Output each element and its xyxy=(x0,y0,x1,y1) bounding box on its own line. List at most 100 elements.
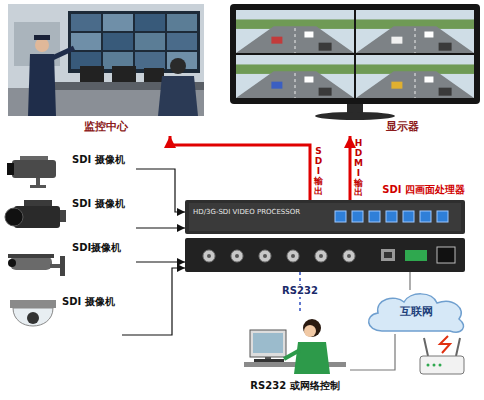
processor-device-part xyxy=(287,250,299,262)
node-label: SDI 摄像机 xyxy=(72,154,125,166)
camera-node: SDI摄像机 xyxy=(6,240,136,284)
display-monitor-part xyxy=(391,82,402,89)
processor-device-part xyxy=(384,252,392,258)
connector xyxy=(350,334,395,370)
internet-cloud-part xyxy=(369,294,464,332)
display-monitor-part xyxy=(356,55,474,98)
node-label: RS232 或网络控制 xyxy=(250,380,339,392)
processor-device-part xyxy=(347,254,351,258)
monitoring-center-part xyxy=(68,11,200,73)
edge-label: RS232 xyxy=(280,285,320,297)
connector xyxy=(136,261,185,262)
camera-node-part xyxy=(36,178,40,186)
control-station-part xyxy=(304,325,316,337)
camera-node-part xyxy=(30,185,46,188)
control-station-illustration xyxy=(240,312,350,376)
camera-node-part xyxy=(10,300,56,308)
processor-device-part xyxy=(189,203,461,231)
device-heading: SDI 四画面处理器 xyxy=(382,184,465,196)
node-label: SDI 摄像机 xyxy=(72,198,125,210)
processor-device-part xyxy=(319,254,323,258)
camera-node-part xyxy=(8,259,16,267)
display-monitor-part xyxy=(304,32,313,38)
node-label: 显示器 xyxy=(386,120,419,133)
display-monitor-part xyxy=(236,26,354,53)
display-monitor-part xyxy=(236,55,354,98)
display-monitor-part xyxy=(391,37,402,44)
display-monitor-part xyxy=(271,37,282,44)
connector xyxy=(409,272,410,290)
monitoring-center-part xyxy=(170,58,186,74)
display-monitor-part xyxy=(295,73,296,98)
processor-device-part xyxy=(335,211,346,222)
processor-device-part xyxy=(231,250,243,262)
router-led xyxy=(439,364,442,367)
camera-node: SDI 摄像机 xyxy=(6,292,122,348)
processor-device-part xyxy=(420,211,431,222)
processor-device-part xyxy=(263,254,267,258)
camera-node-part xyxy=(24,200,52,206)
processor-device-part xyxy=(235,254,239,258)
camera-node-part xyxy=(20,156,48,160)
node-label: SDI 摄像机 xyxy=(62,296,115,308)
monitoring-center-part xyxy=(71,14,101,31)
processor-device-part xyxy=(381,249,395,261)
processor-device-part xyxy=(405,250,427,261)
node-label: HD/3G-SDI VIDEO PROCESSOR xyxy=(193,208,300,216)
display-monitor-part xyxy=(424,32,433,38)
camera-node-part xyxy=(7,163,14,175)
monitoring-center-part xyxy=(34,35,50,40)
monitoring-center-part xyxy=(71,33,101,50)
display-monitor-part xyxy=(304,77,313,83)
display-monitor-part xyxy=(439,43,452,51)
monitoring-center-part xyxy=(8,4,204,116)
processor-device-part xyxy=(437,247,455,263)
processor-device-part xyxy=(437,211,448,222)
monitoring-center-part xyxy=(112,66,136,82)
router-led xyxy=(427,364,430,367)
camera-node-illustration xyxy=(6,240,70,284)
camera-node: SDI 摄像机 xyxy=(6,196,136,238)
display-monitor-part xyxy=(230,4,480,104)
monitoring-center-part xyxy=(135,33,165,50)
camera-node-illustration xyxy=(6,292,62,348)
monitoring-center-part xyxy=(135,52,165,69)
processor-device-part xyxy=(291,254,295,258)
control-station-part xyxy=(250,330,286,357)
display-monitor-part xyxy=(236,55,354,98)
monitoring-center-part xyxy=(35,38,49,52)
processor-device-part xyxy=(403,211,414,222)
display-monitor-part xyxy=(319,88,332,96)
internet-cloud: 互联网 xyxy=(362,290,470,334)
processor-device-part xyxy=(185,200,465,234)
display-monitor-part xyxy=(295,28,296,53)
monitoring-center-part xyxy=(135,14,165,31)
control-station-part xyxy=(303,319,321,337)
display-monitor-part xyxy=(439,88,452,96)
camera-node-illustration xyxy=(6,196,70,238)
display-monitor-illustration xyxy=(230,4,480,120)
camera-node-illustration xyxy=(6,150,70,190)
processor-device: HD/3G-SDI VIDEO PROCESSORSDI 四画面处理器 xyxy=(185,200,465,272)
camera-node: SDI 摄像机 xyxy=(6,150,136,190)
control-station: RS232 或网络控制 xyxy=(240,312,350,396)
connector xyxy=(349,136,352,200)
display-monitor-part xyxy=(424,77,433,83)
display-monitor-part xyxy=(356,71,474,98)
camera-node-part xyxy=(60,210,66,222)
camera-node-part xyxy=(10,256,52,270)
router-body xyxy=(420,356,464,374)
connector xyxy=(136,169,185,212)
monitoring-center-part xyxy=(167,14,197,31)
display-monitor-part xyxy=(356,10,474,53)
connector xyxy=(170,136,310,200)
processor-device-part xyxy=(369,211,380,222)
camera-node-part xyxy=(8,254,54,258)
monitoring-center-part xyxy=(103,14,133,31)
control-station-part xyxy=(253,333,283,353)
camera-node-part xyxy=(60,256,65,276)
display-monitor-part xyxy=(236,10,354,53)
display-monitor-part xyxy=(236,10,354,53)
connector xyxy=(136,227,185,228)
